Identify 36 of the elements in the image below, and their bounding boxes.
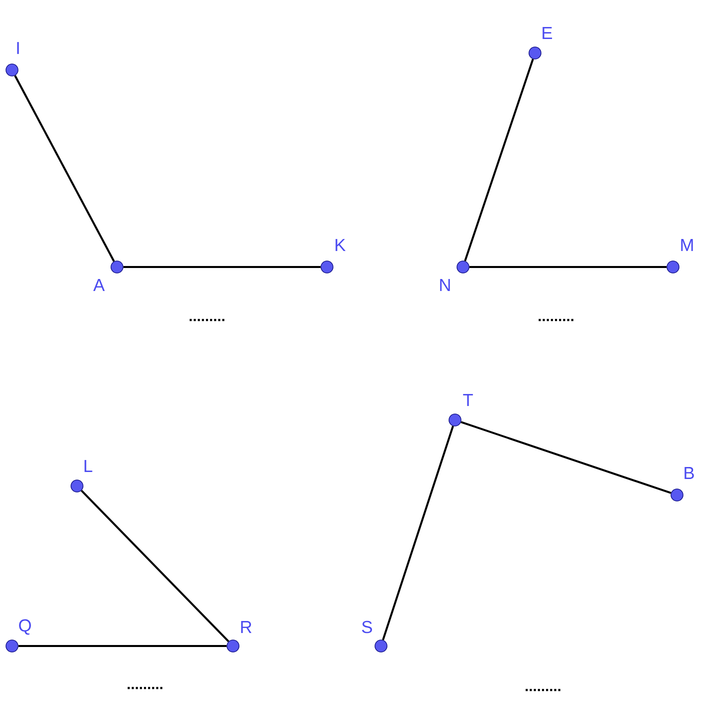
point-label: M <box>681 239 693 251</box>
point <box>6 640 18 652</box>
point <box>528 46 542 60</box>
segment <box>14 75 115 262</box>
fill-in-line: ......... <box>190 318 224 322</box>
point-label: K <box>336 239 346 251</box>
fill-in-line: ......... <box>538 318 574 322</box>
segment <box>80 490 230 642</box>
point-label: S <box>362 620 372 634</box>
point <box>320 260 334 274</box>
point <box>670 488 684 502</box>
point-label: E <box>542 27 552 39</box>
point-label: T <box>463 394 473 406</box>
point <box>110 260 124 274</box>
point <box>666 260 680 274</box>
point-label: N <box>440 279 450 291</box>
fill-in-line: ......... <box>526 688 560 692</box>
point <box>456 260 470 274</box>
point-label: R <box>241 621 252 633</box>
point <box>374 640 388 652</box>
segment <box>382 426 454 640</box>
point-label: Q <box>19 619 31 635</box>
segment <box>469 266 667 268</box>
point-label: L <box>84 460 92 472</box>
segment <box>123 266 321 268</box>
segment <box>464 58 534 262</box>
point-label: B <box>684 467 694 479</box>
point <box>6 64 18 76</box>
point-label: I <box>17 42 19 54</box>
segment <box>18 645 227 647</box>
segment <box>460 421 672 494</box>
point <box>448 414 462 426</box>
point <box>226 640 240 652</box>
point <box>70 480 84 492</box>
fill-in-line: ......... <box>128 686 162 690</box>
point-label: A <box>93 279 105 291</box>
